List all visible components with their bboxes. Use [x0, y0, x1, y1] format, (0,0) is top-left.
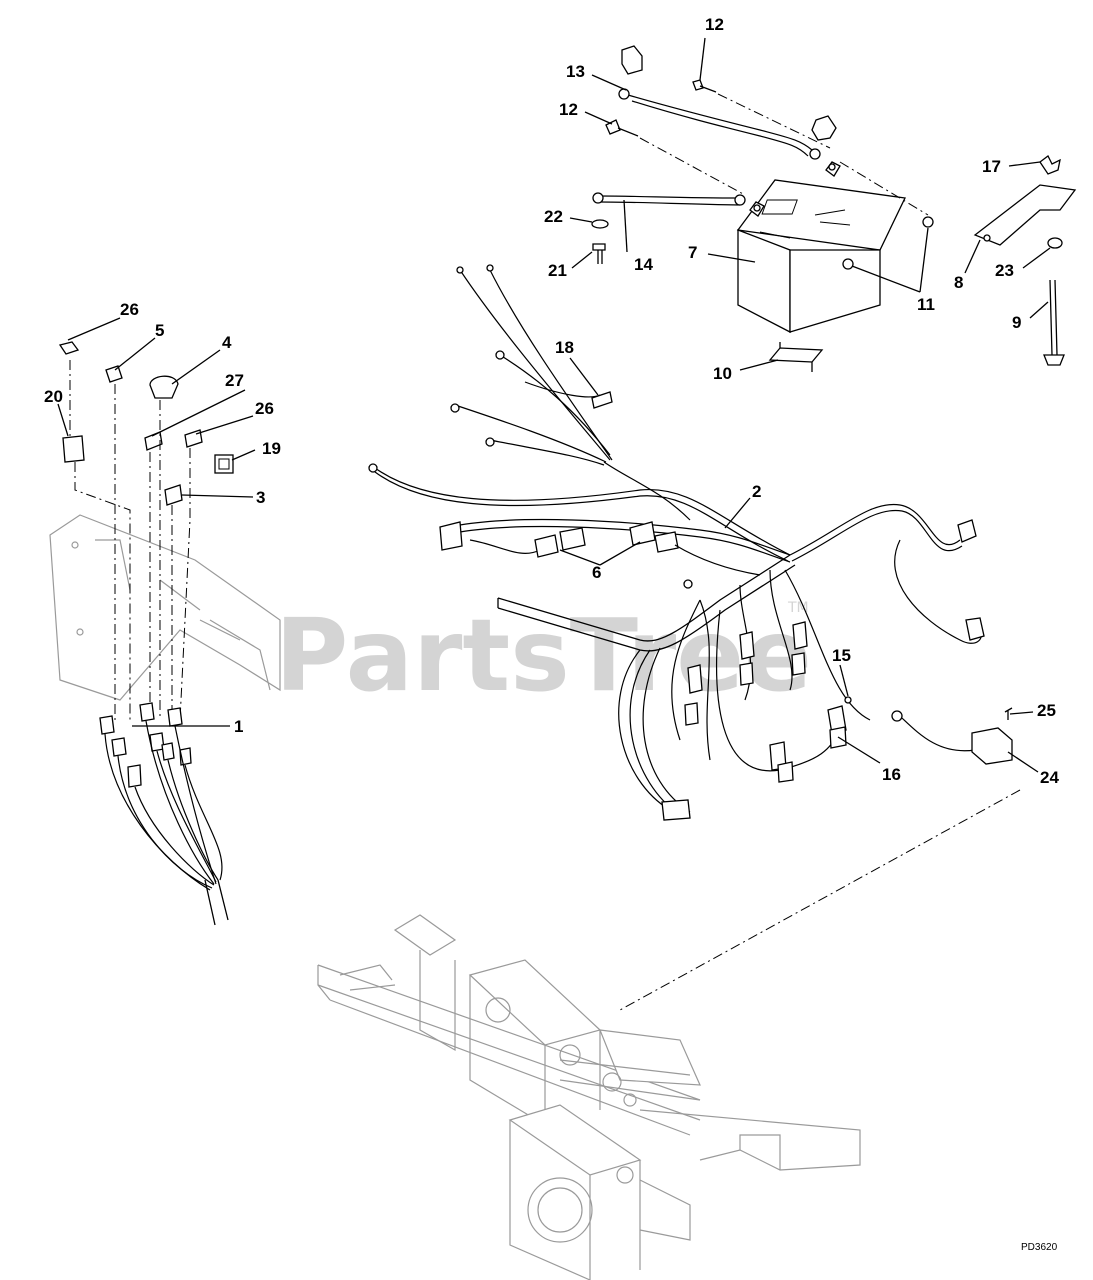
callout-9: 9: [1012, 313, 1021, 332]
watermark-trademark: TM: [787, 600, 809, 616]
callout-24: 24: [1040, 768, 1059, 787]
callout-7: 7: [688, 243, 697, 262]
callout-27: 27: [225, 371, 244, 390]
callout-12-upper: 12: [705, 15, 724, 34]
wiring-harness: [368, 264, 1013, 821]
drawing-code: PD3620: [1021, 1242, 1058, 1253]
callout-14: 14: [634, 255, 653, 274]
dash-panel-group: [49, 341, 281, 926]
callout-18: 18: [555, 338, 574, 357]
callout-22: 22: [544, 207, 563, 226]
callout-labels: 12 13 12 17 22 14 7 21 11 8 23 9 10 18 2…: [44, 15, 1059, 787]
callout-16: 16: [882, 765, 901, 784]
callout-13: 13: [566, 62, 585, 81]
battery-group: [591, 45, 1077, 372]
watermark: PartsTree: [275, 597, 812, 714]
callout-15: 15: [832, 646, 851, 665]
callout-12-lower: 12: [559, 100, 578, 119]
callout-8: 8: [954, 273, 963, 292]
callout-21: 21: [548, 261, 567, 280]
callout-6: 6: [592, 563, 601, 582]
callout-10: 10: [713, 364, 732, 383]
callout-23: 23: [995, 261, 1014, 280]
callout-26-upper: 26: [120, 300, 139, 319]
callout-20: 20: [44, 387, 63, 406]
tractor-frame: [317, 789, 1021, 1280]
callout-5: 5: [155, 321, 164, 340]
callout-17: 17: [982, 157, 1001, 176]
callout-26-lower: 26: [255, 399, 274, 418]
leader-lines: [57, 37, 1051, 773]
callout-19: 19: [262, 439, 281, 458]
callout-4: 4: [222, 333, 232, 352]
callout-3: 3: [256, 488, 265, 507]
callout-25: 25: [1037, 701, 1056, 720]
callout-2: 2: [752, 482, 761, 501]
callout-11: 11: [917, 295, 935, 314]
callout-1: 1: [234, 717, 243, 736]
